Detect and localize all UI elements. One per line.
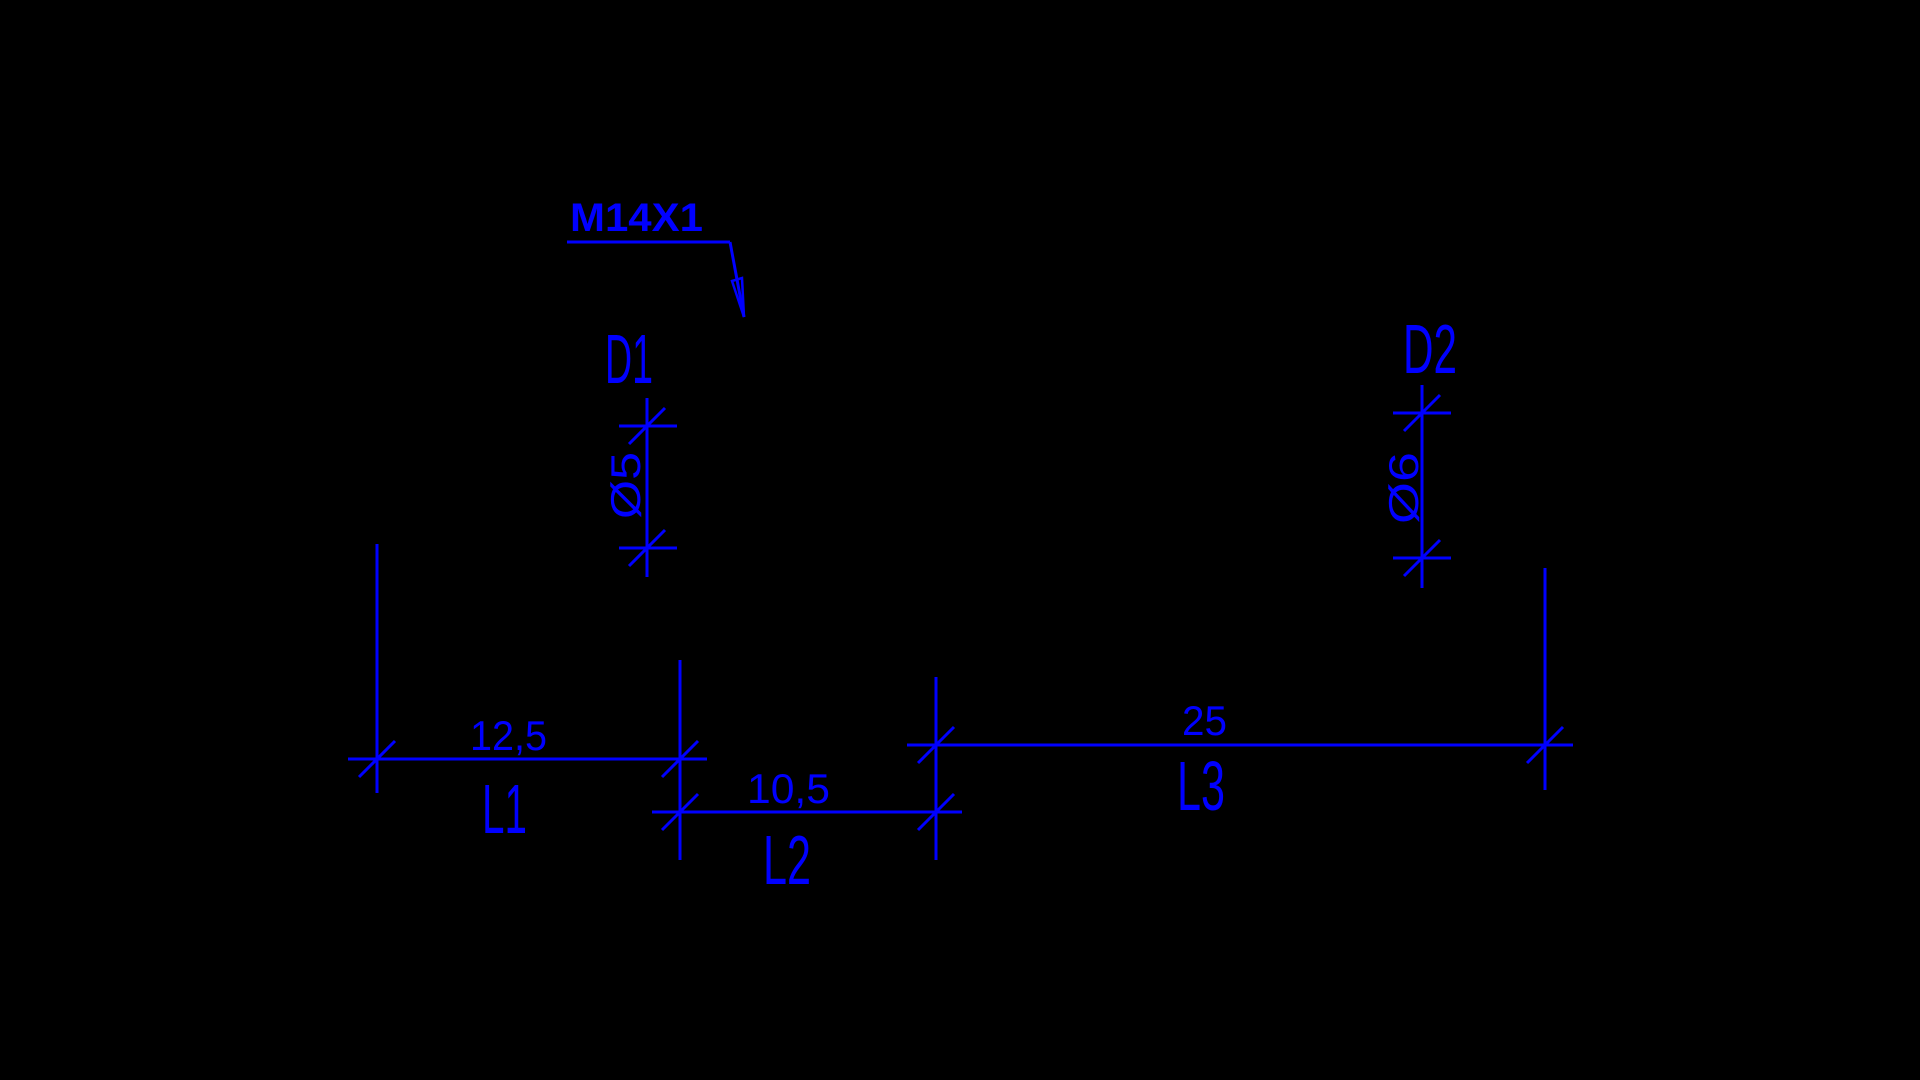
d1-tick-slash-top	[627, 406, 667, 446]
l1-tick-slash-left	[357, 739, 397, 779]
thread-callout: M14X1	[567, 196, 746, 318]
d1-value: Ø5	[602, 452, 649, 519]
l1-value: 12,5	[470, 712, 547, 759]
l3-label: L3	[1177, 747, 1225, 825]
d2-tick-slash-bottom	[1402, 538, 1442, 578]
dimension-l1: 12,5 L1	[348, 712, 707, 848]
l2-tick-slash-left	[660, 792, 700, 832]
l3-tick-slash-right	[1525, 725, 1565, 765]
l2-label: L2	[763, 821, 811, 899]
l3-tick-slash-left	[916, 725, 956, 765]
l2-tick-slash-right	[916, 792, 956, 832]
d2-tick-slash-top	[1402, 393, 1442, 433]
dimension-l2: 10,5 L2	[652, 765, 962, 899]
d1-tick-slash-bottom	[627, 528, 667, 568]
leader-arrowhead-icon	[730, 276, 746, 318]
l1-tick-slash-right	[660, 739, 700, 779]
d2-value: Ø6	[1380, 452, 1427, 524]
dimension-l3: 25 L3	[907, 697, 1573, 825]
thread-label: M14X1	[570, 196, 703, 240]
l2-value: 10,5	[747, 765, 830, 812]
l3-value: 25	[1182, 697, 1227, 744]
d1-label: D1	[605, 320, 653, 398]
d2-label: D2	[1403, 310, 1457, 388]
dimension-d1: D1 Ø5	[602, 320, 677, 577]
dimension-d2: D2 Ø6	[1380, 310, 1457, 588]
l1-label: L1	[482, 770, 527, 848]
